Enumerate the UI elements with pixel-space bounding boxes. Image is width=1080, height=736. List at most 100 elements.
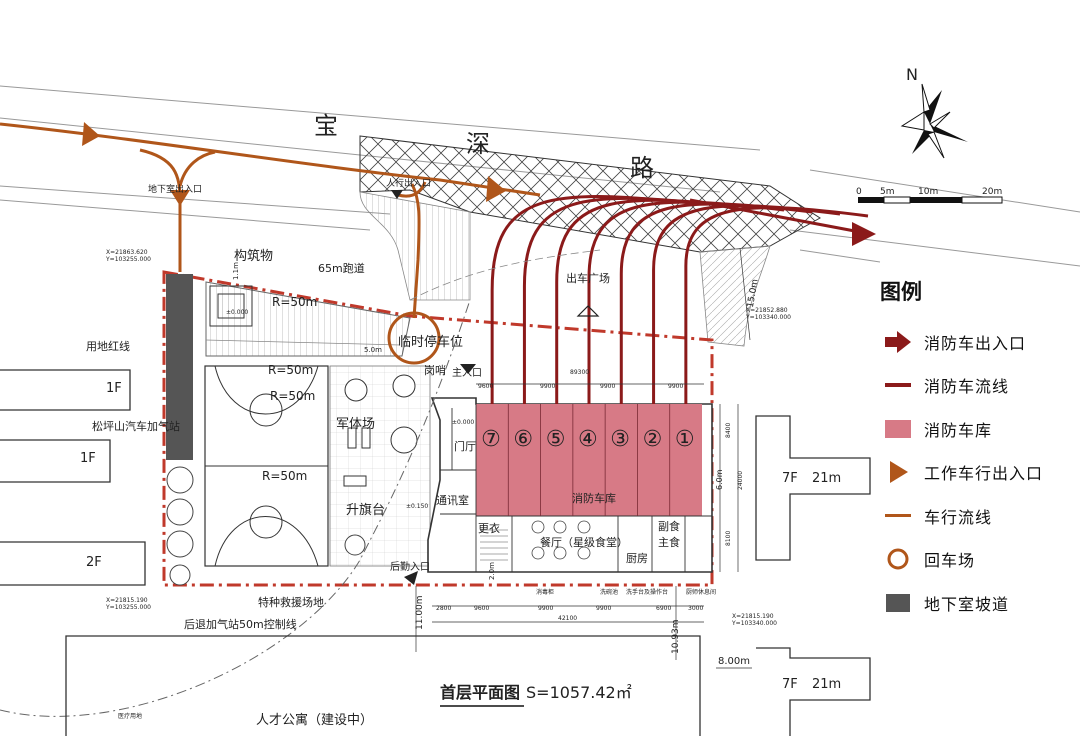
back-entry-label: 后勤入口 [390,560,430,573]
wash-label: 洗碗池 [600,588,618,596]
building-floors: 7F [782,677,798,692]
canteen-label: 餐厅（星级食堂） [540,535,628,549]
legend-item: 工作车行出入口 [872,451,1072,495]
vehicle-route-line-icon [885,513,911,517]
main-entry-triangle-icon [460,364,476,374]
radius-label: R=50m [270,389,315,403]
garage-bay-number: ⑤ [546,427,566,452]
fire-exit-arrow-icon [852,222,876,246]
plaza-grid [329,365,431,567]
ped-entry-triangle-icon [391,190,403,199]
dim-label: 6.0m [715,469,724,490]
coord-label: X=21852.880 [746,307,788,314]
drawing-title: 首层平面图 [440,683,520,702]
dim-right: 8400 [725,423,732,438]
sentry-label: 岗哨 [424,364,446,377]
dim-label: 10.93m [671,619,681,654]
coord-label: Y=103340.000 [731,620,777,627]
neighbor-buildings [0,369,871,736]
dispatch-square-label: 出车广场 [566,271,610,285]
garage-bay-number: ② [643,427,663,452]
legend-label: 回车场 [924,551,976,571]
setback-line-label: 后退加气站50m控制线 [184,617,297,631]
legend-label: 地下室坡道 [924,594,1010,614]
structure-label: 构筑物 [234,248,273,264]
legend: 图例 消防车出入口 消防车流线 消防车库 工作车行出入口 车行流线 回车场 地下… [872,276,1072,625]
elevation-label: ±0.150 [406,503,428,510]
road-char-3: 路 [630,154,654,182]
dim-label: 5.0m [364,346,382,354]
vehicle-arrow-icon [82,122,100,146]
fire-exit-route [689,198,861,234]
coord-label: Y=103255.000 [105,256,151,263]
kitchen-label: 厨房 [626,552,648,565]
building-floors: 1F [106,381,122,396]
legend-item: 消防车出入口 [872,320,1072,364]
radius-label: R=50m [272,295,317,309]
legend-label: 消防车出入口 [924,333,1027,353]
slope-area-north [359,191,471,301]
dispatch-arrow-icon [576,305,600,317]
radius-label: R=50m [268,363,313,377]
rescue-site-label: 特种救援场地 [258,595,324,609]
garage-bay-number: ① [675,427,695,452]
disinfect-label: 消毒柜 [536,588,554,596]
dim-total: 42100 [558,615,577,622]
fire-route-line-icon [885,383,911,388]
chef-rest-label: 厨师休息间 [686,588,716,596]
legend-title: 图例 [880,280,922,304]
scale-label: 0 [856,187,862,197]
wash-station-label: 洗手台及操作台 [626,588,668,596]
slope-area-east [699,245,771,347]
gas-station-label: 松坪山汽车加气站 [92,419,180,433]
building-floors: 1F [80,451,96,466]
ped-entry-label: 人行出入口 [386,177,431,189]
road-char-2: 深 [466,130,490,158]
scale-label: 20m [982,187,1002,197]
dim-label: 15.0m [746,278,761,308]
dim-bottom-label: 6900 [656,605,671,612]
flag-stage-label: 升旗台 [346,502,385,518]
main-entry-label: 主入口 [452,367,482,379]
staple-food-label: 主食 [658,535,680,549]
legend-label: 消防车库 [924,420,993,440]
dim-bottom-label: 2800 [436,605,451,612]
building-height: 21m [812,471,841,486]
scale-bar [858,196,1003,204]
legend-item: 地下室坡道 [872,581,1072,625]
garage-bay-number: ⑥ [513,427,533,452]
dim-top-label: 9900 [668,383,683,390]
garage-zone [476,404,702,516]
back-entry-triangle-icon [404,571,418,585]
dim-right: 8100 [725,531,732,546]
coord-label: X=21863.620 [106,249,148,256]
dim-bottom-label: 9900 [538,605,553,612]
coord-label: X=21815.190 [106,597,148,604]
elevation-label: ±0.000 [226,309,248,316]
legend-item: 消防车流线 [872,364,1072,408]
legend-item: 车行流线 [872,494,1072,538]
basement-ramp-swatch-icon [886,593,910,612]
turnaround-circle-icon [887,548,909,570]
dim-right: 24000 [737,471,744,490]
garage-label: 消防车库 [572,491,616,505]
apartment-label: 人才公寓（建设中） [256,712,373,728]
track-label: 65m跑道 [318,261,365,275]
elevation-label: ±0.000 [452,419,474,426]
basement-entry-label: 地下室出入口 [148,183,202,195]
basement-ramp [166,274,193,460]
fire-garage-swatch-icon [885,419,911,438]
building-floors: 7F [782,471,798,486]
land-mark-label: 医疗用地 [118,712,142,720]
comm-room-label: 通讯室 [436,493,469,507]
drawing-area: S=1057.42㎡ [526,683,632,702]
legend-label: 工作车行出入口 [924,464,1044,484]
dim-label: 8.00m [718,656,750,667]
compass-rose [900,83,968,159]
compass-north: N [906,65,918,84]
legend-label: 消防车流线 [924,377,1010,397]
dim-bottom-label: 9600 [474,605,489,612]
setback-control-line [0,299,471,717]
legend-item: 回车场 [872,538,1072,582]
building [427,397,713,573]
